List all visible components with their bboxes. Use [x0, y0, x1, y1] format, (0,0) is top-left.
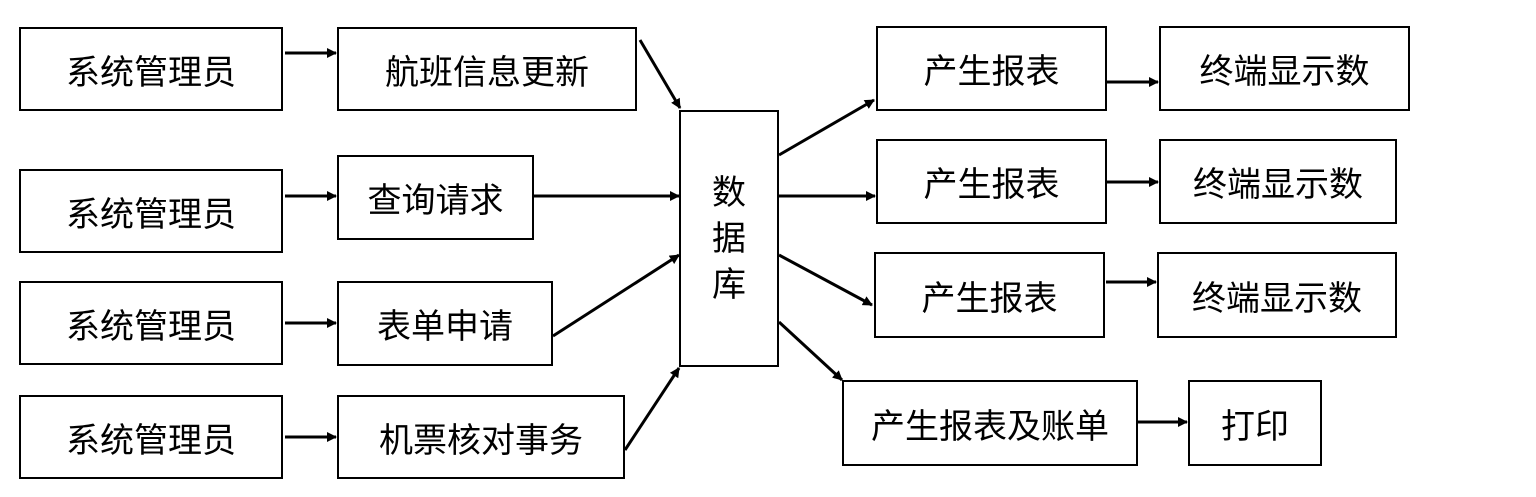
- report-label: 产生报表: [923, 52, 1060, 92]
- database-box: 数 据 库: [679, 110, 779, 367]
- admin-label: 系统管理员: [66, 52, 236, 93]
- action-box-flight-update: 航班信息更新: [337, 27, 637, 111]
- report-box-1: 产生报表: [876, 26, 1107, 111]
- database-char: 库: [712, 264, 746, 305]
- arrow-ticket-to-db: [623, 367, 681, 451]
- admin-box-1: 系统管理员: [19, 27, 283, 111]
- arrow-db-to-report1: [778, 98, 875, 157]
- action-box-form: 表单申请: [337, 281, 553, 366]
- admin-box-3: 系统管理员: [19, 281, 283, 365]
- action-label: 查询请求: [367, 181, 504, 221]
- action-label: 机票核对事务: [379, 420, 583, 461]
- output-box-display-1: 终端显示数: [1159, 26, 1410, 111]
- admin-box-4: 系统管理员: [19, 395, 283, 479]
- admin-label: 系统管理员: [66, 306, 236, 347]
- report-box-2: 产生报表: [876, 139, 1107, 224]
- output-label: 终端显示数: [1193, 165, 1363, 205]
- output-box-display-2: 终端显示数: [1159, 139, 1397, 224]
- output-box-display-3: 终端显示数: [1157, 252, 1397, 338]
- action-box-ticket: 机票核对事务: [337, 395, 625, 479]
- output-box-print: 打印: [1188, 380, 1322, 466]
- action-label: 航班信息更新: [385, 52, 589, 93]
- report-label: 产生报表及账单: [871, 406, 1109, 447]
- arrow-db-to-report4: [777, 320, 844, 382]
- database-char: 数: [712, 172, 746, 213]
- output-label: 打印: [1221, 406, 1289, 447]
- output-label: 终端显示数: [1199, 52, 1370, 92]
- action-label: 表单申请: [377, 307, 513, 347]
- admin-label: 系统管理员: [66, 420, 236, 461]
- database-char: 据: [712, 218, 746, 259]
- report-label: 产生报表: [921, 278, 1058, 319]
- output-label: 终端显示数: [1192, 278, 1362, 319]
- admin-label: 系统管理员: [66, 194, 236, 235]
- report-box-3: 产生报表: [874, 252, 1105, 338]
- arrow-db-to-report3: [778, 253, 873, 307]
- arrow-update-to-db: [638, 39, 682, 109]
- report-label: 产生报表: [923, 165, 1060, 205]
- action-box-query: 查询请求: [337, 155, 534, 240]
- report-box-4: 产生报表及账单: [842, 380, 1138, 466]
- admin-box-2: 系统管理员: [19, 169, 283, 253]
- arrow-form-to-db: [552, 253, 680, 338]
